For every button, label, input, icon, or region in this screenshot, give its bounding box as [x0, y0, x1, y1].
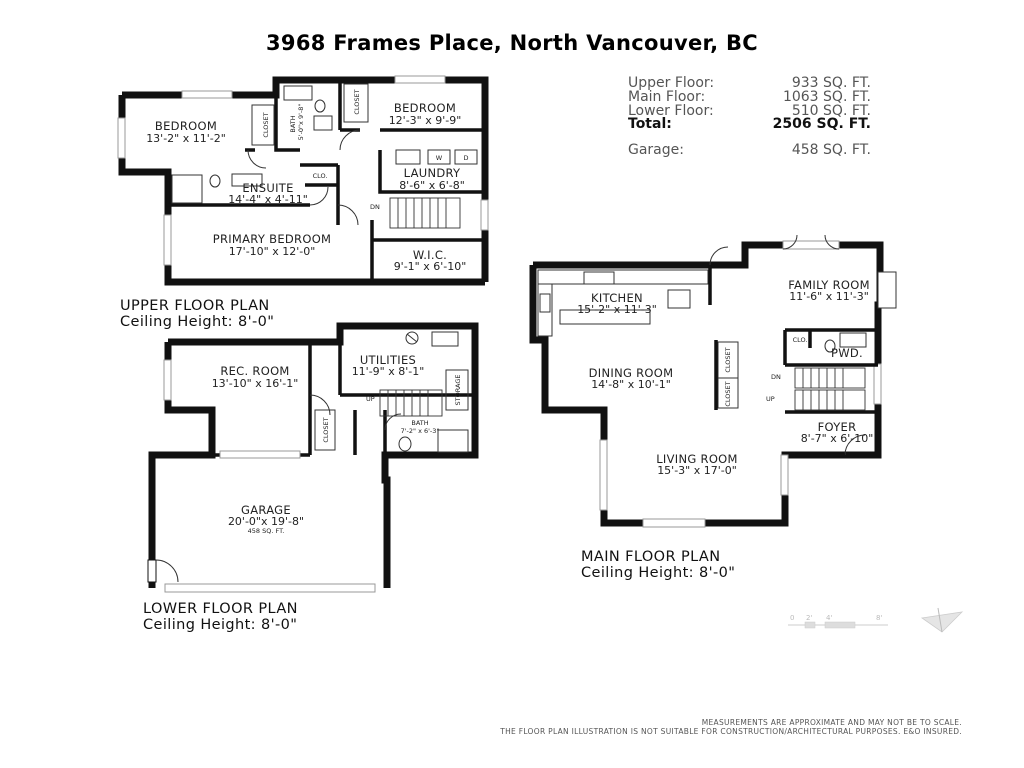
upper-bedroom2-dim: 12'-3" x 9'-9" — [389, 114, 462, 127]
lower-utilities-name: UTILITIES — [360, 353, 416, 367]
main-clo-label: CLO. — [793, 336, 808, 344]
main-foyer-dim: 8'-7" x 6'-10" — [801, 432, 874, 445]
upper-ceiling-height: Ceiling Height: 8'-0" — [120, 314, 274, 330]
lower-ceiling-height: Ceiling Height: 8'-0" — [143, 617, 297, 633]
scale-bar: 0 2' 4' 8' — [788, 614, 888, 629]
upper-closet-label: CLOSET — [262, 112, 270, 137]
main-plan-title: MAIN FLOOR PLAN — [581, 549, 721, 565]
main-family-dim: 11'-6" x 11'-3" — [789, 290, 869, 303]
upper-ensuite-name: ENSUITE — [242, 181, 293, 195]
area-value: 933 SQ. FT. — [792, 75, 871, 91]
area-label: Main Floor: — [628, 89, 705, 105]
upper-floor-plan: BEDROOM 13'-2" x 11'-2" BEDROOM 12'-3" x… — [117, 75, 489, 330]
area-value: 1063 SQ. FT. — [783, 89, 871, 105]
upper-primary-name: PRIMARY BEDROOM — [213, 232, 332, 246]
area-value: 458 SQ. FT. — [792, 142, 871, 158]
disclaimer-line1: MEASUREMENTS ARE APPROXIMATE AND MAY NOT… — [702, 718, 962, 727]
upper-ensuite-dim: 14'-4" x 4'-11" — [228, 193, 308, 206]
upper-bath-dim: 5'-0"x 9'-8" — [297, 104, 305, 141]
lower-closet-label: CLOSET — [322, 417, 330, 442]
main-ceiling-height: Ceiling Height: 8'-0" — [581, 565, 735, 581]
upper-primary-dim: 17'-10" x 12'-0" — [229, 245, 316, 258]
scale-tick-3: 8' — [876, 614, 882, 622]
area-summary: Upper Floor: 933 SQ. FT. Main Floor: 1063 S… — [628, 75, 871, 158]
main-up-label: UP — [766, 395, 775, 403]
scale-tick-2: 4' — [826, 614, 832, 622]
main-living-dim: 15'-3" x 17'-0" — [657, 464, 737, 477]
area-value: 510 SQ. FT. — [792, 103, 871, 119]
main-floor-plan: KITCHEN 15'-2" x 11'-3" FAMILY ROOM 11'-… — [529, 234, 897, 581]
lower-rec-name: REC. ROOM — [220, 364, 289, 378]
north-arrow-icon — [920, 607, 964, 633]
lower-storage-label: STORAGE — [454, 375, 462, 406]
lower-garage-dim: 20'-0"x 19'-8" — [228, 515, 304, 528]
upper-laundry-name: LAUNDRY — [404, 166, 461, 180]
main-living-name: LIVING ROOM — [656, 452, 738, 466]
main-dining-dim: 14'-8" x 10'-1" — [591, 378, 671, 391]
main-foyer-name: FOYER — [818, 420, 857, 434]
main-closet1-label: CLOSET — [724, 347, 732, 372]
upper-washer-label: W — [436, 154, 443, 162]
area-label: Total: — [628, 116, 672, 132]
lower-bath-name: BATH — [411, 419, 428, 427]
area-label: Upper Floor: — [628, 75, 714, 91]
upper-closet2-label: CLOSET — [353, 89, 361, 114]
upper-bedroom1-dim: 13'-2" x 11'-2" — [146, 132, 226, 145]
main-family-name: FAMILY ROOM — [788, 278, 870, 292]
lower-garage-area: 458 SQ. FT. — [248, 527, 285, 535]
main-dn-label: DN — [771, 373, 781, 381]
upper-clo-label: CLO. — [313, 172, 328, 180]
scale-tick-0: 0 — [790, 614, 794, 622]
disclaimer-line2: THE FLOOR PLAN ILLUSTRATION IS NOT SUITA… — [499, 727, 962, 736]
upper-plan-title: UPPER FLOOR PLAN — [120, 298, 270, 314]
lower-rec-dim: 13'-10" x 16'-1" — [212, 377, 299, 390]
main-kitchen-name: KITCHEN — [591, 291, 643, 305]
area-label: Garage: — [628, 142, 684, 158]
upper-laundry-dim: 8'-6" x 6'-8" — [399, 179, 465, 192]
upper-bedroom2-name: BEDROOM — [394, 101, 456, 115]
upper-dn-label: DN — [370, 203, 380, 211]
area-value: 2506 SQ. FT. — [773, 116, 871, 132]
main-dining-name: DINING ROOM — [589, 366, 674, 380]
upper-dryer-label: D — [463, 154, 468, 162]
upper-bedroom1-name: BEDROOM — [155, 119, 217, 133]
lower-plan-title: LOWER FLOOR PLAN — [143, 601, 298, 617]
upper-wic-dim: 9'-1" x 6'-10" — [394, 260, 467, 273]
main-closet2-label: CLOSET — [724, 381, 732, 406]
page-title: 3968 Frames Place, North Vancouver, BC — [266, 31, 758, 55]
lower-up-label: UP — [366, 395, 375, 403]
lower-floor-plan: REC. ROOM 13'-10" x 16'-1" UTILITIES 11'… — [143, 322, 479, 633]
main-kitchen-dim: 15'-2" x 11'-3" — [577, 303, 657, 316]
area-label: Lower Floor: — [628, 103, 714, 119]
lower-utilities-dim: 11'-9" x 8'-1" — [352, 365, 425, 378]
lower-bath-dim: 7'-2" x 6'-3" — [401, 427, 440, 435]
main-pwd-label: PWD. — [831, 346, 863, 360]
scale-tick-1: 2' — [806, 614, 812, 622]
upper-bath-name: BATH — [289, 115, 297, 132]
lower-garage-name: GARAGE — [241, 503, 291, 517]
upper-wic-name: W.I.C. — [413, 248, 447, 262]
